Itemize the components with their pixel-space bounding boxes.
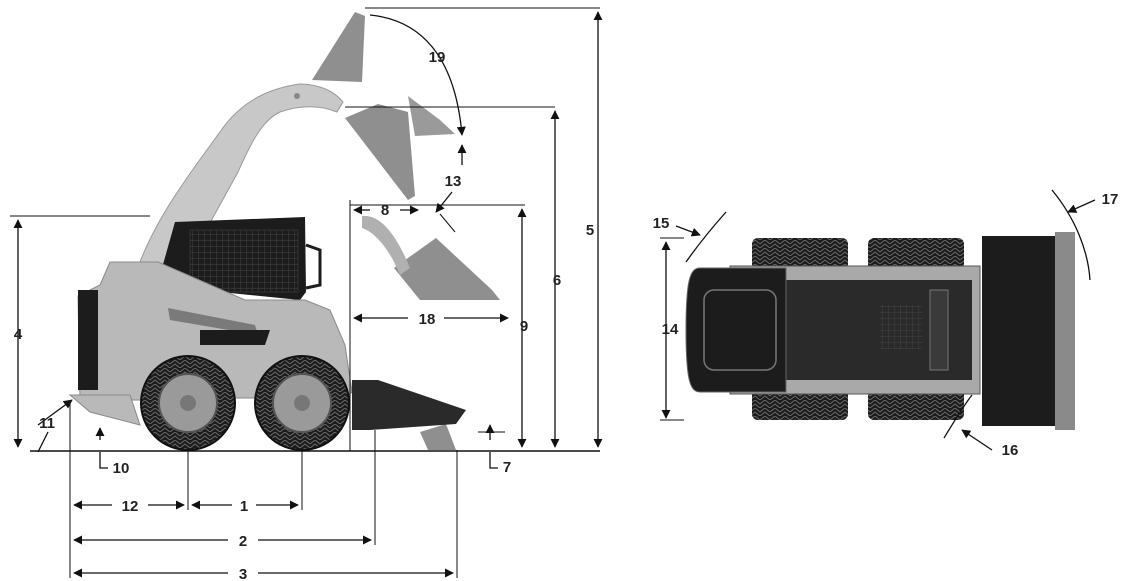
dim-15-leader bbox=[675, 225, 701, 237]
dim-10-leader bbox=[99, 452, 108, 469]
top-cab-grid bbox=[880, 305, 922, 349]
dim-11-leader bbox=[37, 399, 73, 426]
callout-12: 12 bbox=[122, 498, 139, 515]
callout-16: 16 bbox=[1002, 442, 1019, 459]
top-tire-right-front bbox=[868, 388, 964, 420]
top-front-plate bbox=[929, 289, 949, 371]
dim-11-angle bbox=[37, 431, 49, 453]
top-view: 14 15 16 17 bbox=[653, 189, 1119, 459]
callout-7: 7 bbox=[503, 459, 511, 476]
boom-pin bbox=[294, 93, 300, 99]
lift-cylinder bbox=[168, 308, 258, 335]
callout-1: 1 bbox=[240, 498, 248, 515]
raised-bucket-ghosts bbox=[312, 12, 500, 450]
callout-19: 19 bbox=[429, 49, 446, 66]
callout-2: 2 bbox=[239, 533, 247, 550]
callout-13: 13 bbox=[445, 173, 462, 190]
rear-grille bbox=[78, 290, 98, 390]
dimension-lines bbox=[13, 11, 603, 578]
dim-15-arc bbox=[685, 211, 727, 263]
callout-5: 5 bbox=[586, 222, 594, 239]
side-view: 1 2 3 4 5 6 7 8 9 10 11 12 13 18 19 bbox=[10, 7, 603, 581]
top-engine-hood bbox=[685, 267, 787, 393]
callout-6: 6 bbox=[553, 272, 561, 289]
max-height-bucket bbox=[312, 12, 365, 82]
top-bucket bbox=[982, 236, 1064, 426]
dim-16-leader bbox=[961, 429, 993, 451]
top-tire-right-rear bbox=[752, 388, 848, 420]
front-wheel bbox=[254, 355, 350, 451]
top-tire-left-front bbox=[868, 238, 964, 270]
callout-14: 14 bbox=[662, 321, 679, 338]
callout-4: 4 bbox=[14, 326, 23, 343]
bucket-lowered bbox=[352, 380, 466, 430]
mid-bucket bbox=[394, 238, 500, 300]
dim-17-leader bbox=[1067, 199, 1096, 213]
callout-15: 15 bbox=[653, 215, 670, 232]
callout-3: 3 bbox=[239, 566, 247, 581]
side-view-callouts: 1 2 3 4 5 6 7 8 9 10 11 12 13 18 19 bbox=[14, 49, 594, 581]
dim-17-arc bbox=[1051, 189, 1091, 281]
top-tire-left-rear bbox=[752, 238, 848, 270]
callout-11: 11 bbox=[39, 415, 55, 432]
top-bucket-edge bbox=[1055, 232, 1075, 430]
dig-depth-bucket bbox=[420, 424, 456, 450]
callout-9: 9 bbox=[520, 318, 528, 335]
callout-10: 10 bbox=[113, 460, 130, 477]
dim-13-bottom bbox=[435, 191, 453, 213]
mid-arm-ghost bbox=[362, 215, 410, 275]
rear-wheel bbox=[140, 355, 236, 451]
callout-17: 17 bbox=[1102, 191, 1119, 208]
dim-16-arc bbox=[943, 394, 973, 439]
callout-8: 8 bbox=[381, 202, 389, 219]
callout-18: 18 bbox=[419, 311, 436, 328]
dump-bucket-edge bbox=[408, 96, 455, 136]
dim-7-leader bbox=[489, 452, 498, 469]
dump-bucket bbox=[345, 104, 415, 200]
dim-19-arc bbox=[369, 14, 466, 136]
